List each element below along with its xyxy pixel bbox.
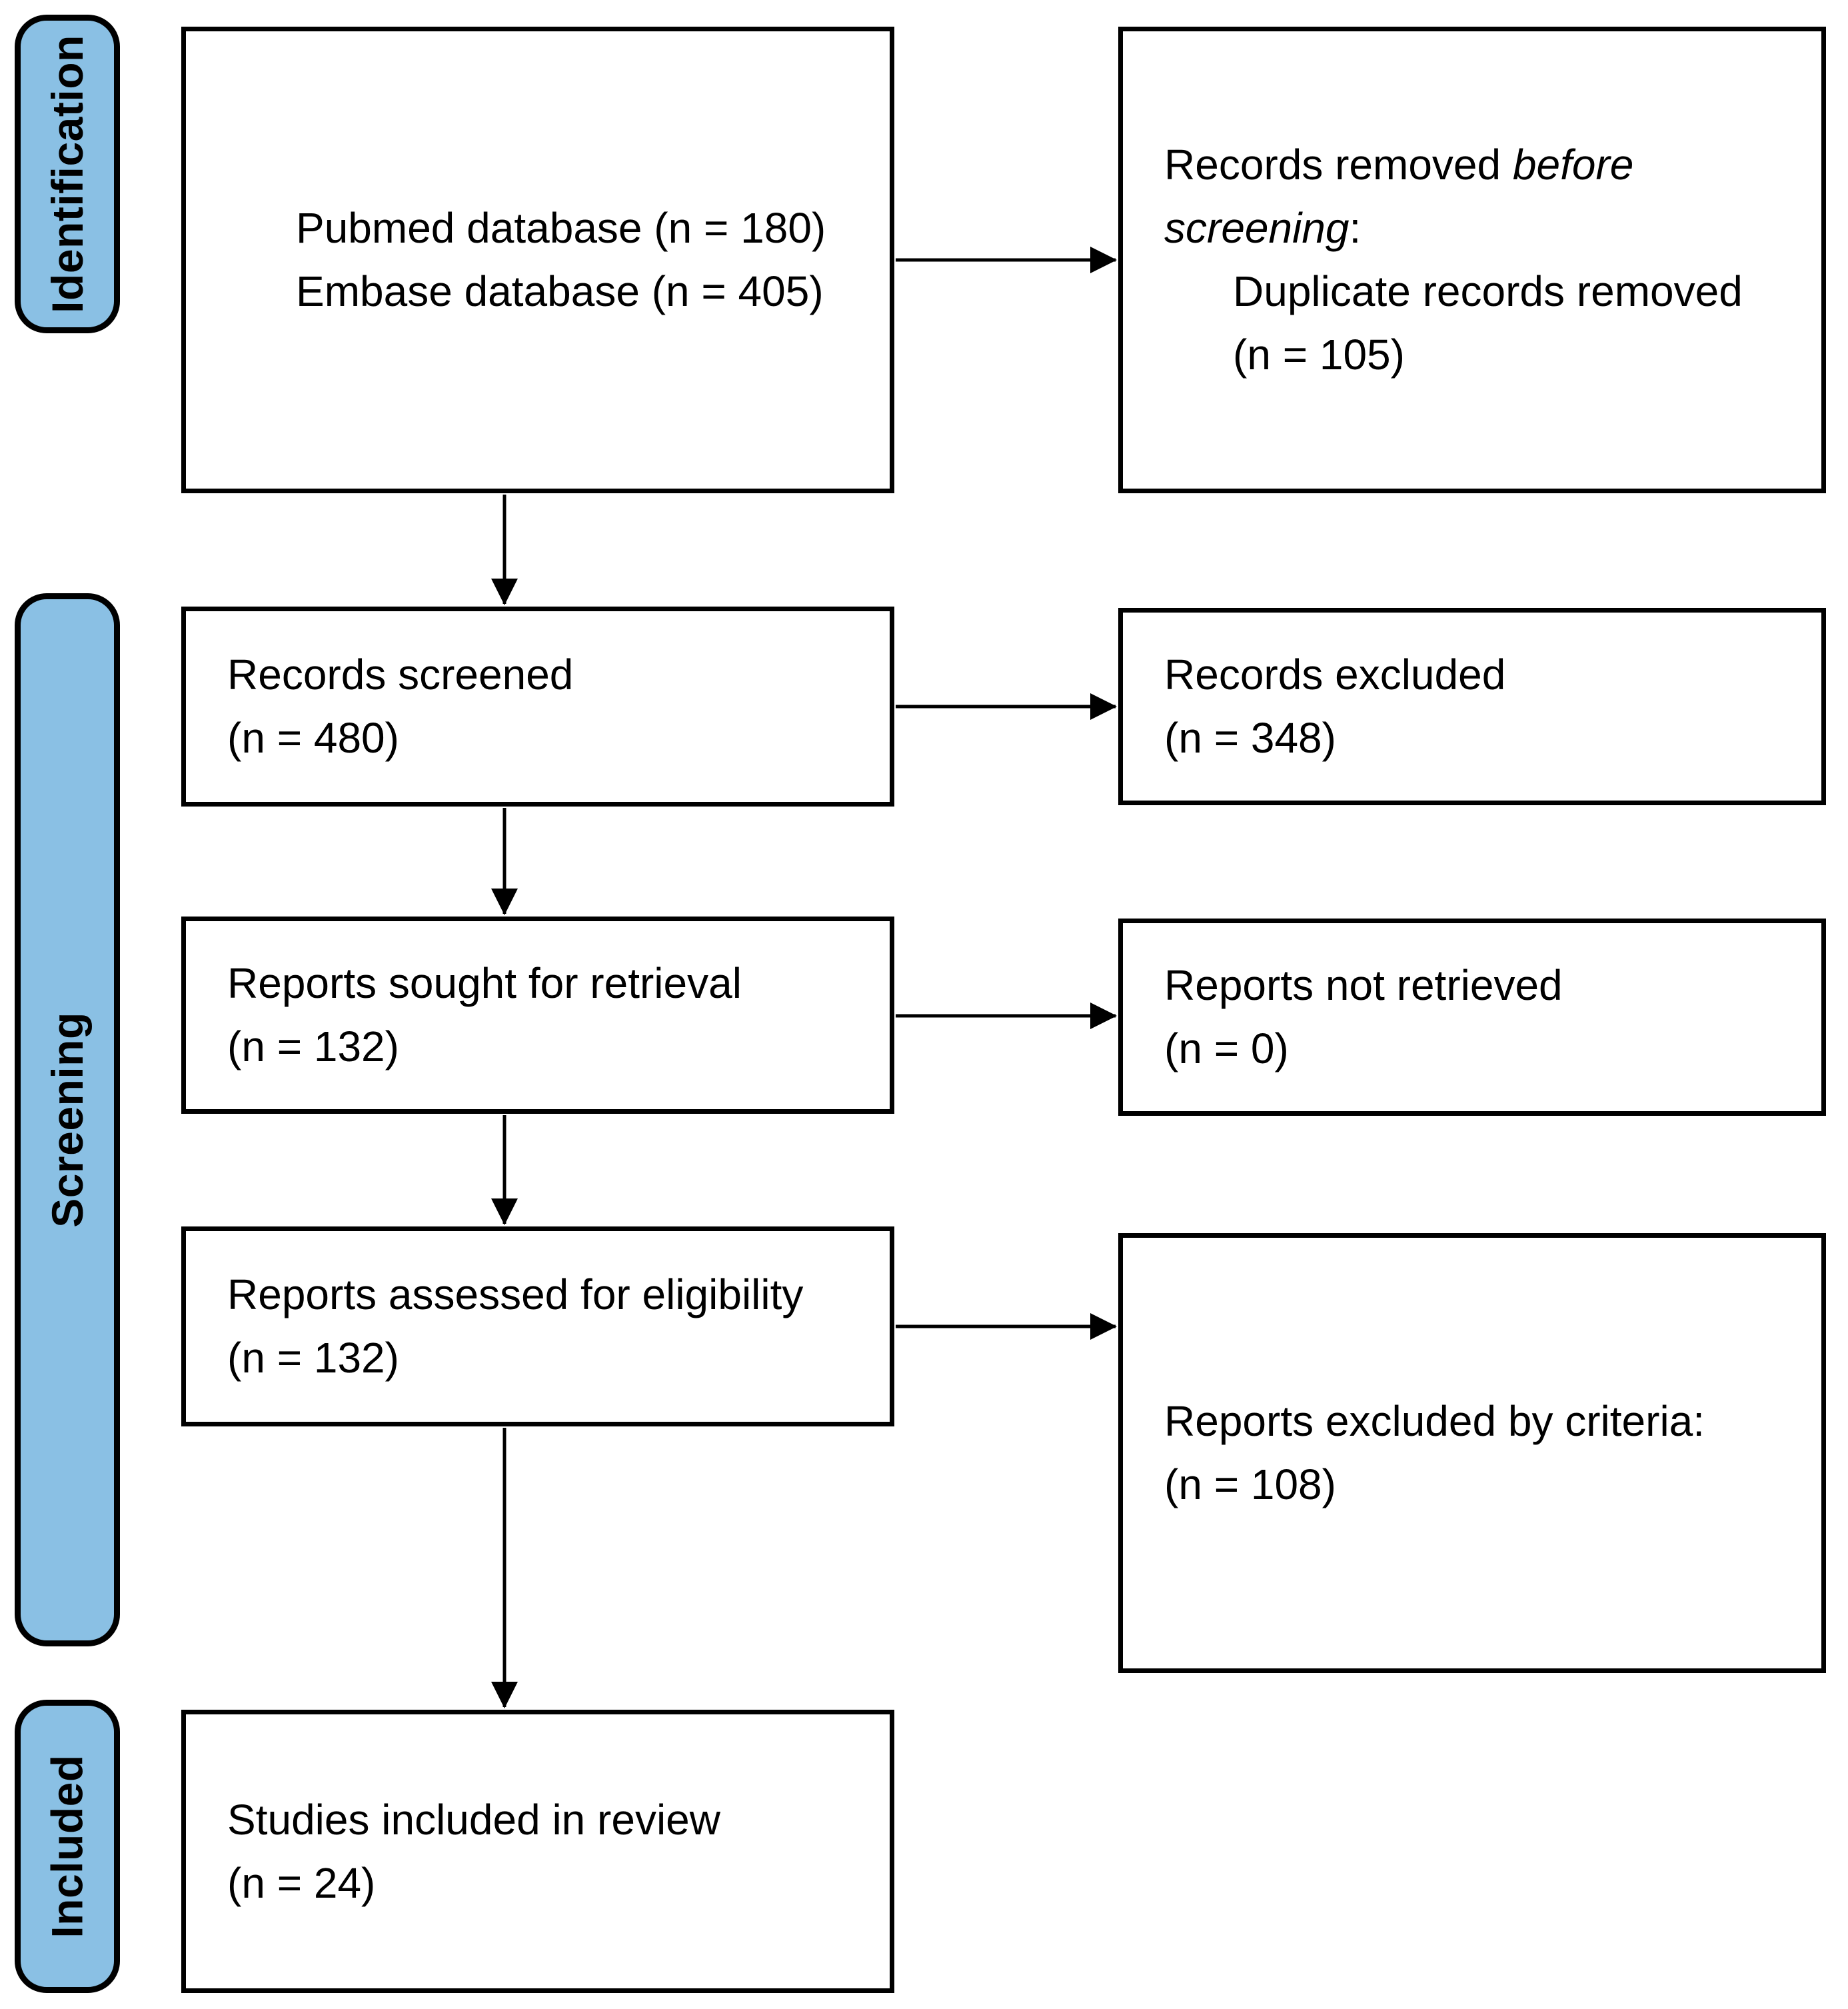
box-reports-not-retrieved: Reports not retrieved (n = 0)	[1118, 919, 1826, 1116]
box-text-line: Records excluded	[1164, 651, 1506, 699]
box-text-line: Reports not retrieved	[1164, 961, 1563, 1009]
box-text-line: Records removed before	[1164, 141, 1634, 189]
box-records-screened: Records screened (n = 480)	[181, 607, 894, 807]
box-text-line: Records screened	[227, 651, 574, 699]
box-text-line: (n = 132)	[227, 1334, 399, 1382]
box-text-line: (n = 108)	[1164, 1460, 1336, 1508]
box-text-line: (n = 24)	[227, 1858, 376, 1907]
box-text-line: screening:	[1164, 204, 1362, 252]
box-text-line: (n = 480)	[227, 714, 399, 762]
stage-tab-included: Included	[15, 1700, 120, 1993]
box-records-removed-before-screening: Records removed before screening: Duplicat…	[1118, 27, 1826, 493]
stage-tab-screening: Screening	[15, 593, 120, 1646]
box-text-line: Studies included in review	[227, 1795, 720, 1844]
box-text-line: Pubmed database (n = 180)	[296, 204, 826, 252]
box-text-line: Reports sought for retrieval	[227, 959, 742, 1007]
box-text-line: (n = 132)	[227, 1022, 399, 1070]
box-text-line: (n = 0)	[1164, 1024, 1289, 1072]
stage-tab-identification: Identification	[15, 15, 120, 333]
box-text-line: Reports excluded by criteria:	[1164, 1397, 1705, 1445]
box-records-excluded: Records excluded (n = 348)	[1118, 608, 1826, 805]
box-text-line: Embase database (n = 405)	[296, 267, 824, 315]
box-reports-sought-for-retrieval: Reports sought for retrieval (n = 132)	[181, 917, 894, 1114]
box-text-line: (n = 105)	[1233, 331, 1405, 379]
box-text-line: Duplicate records removed	[1233, 267, 1743, 315]
box-reports-excluded-by-criteria: Reports excluded by criteria: (n = 108)	[1118, 1233, 1826, 1673]
box-reports-assessed-for-eligibility: Reports assessed for eligibility (n = 132…	[181, 1226, 894, 1426]
box-database-sources: Pubmed database (n = 180) Embase database…	[181, 27, 894, 493]
box-text-line: (n = 348)	[1164, 714, 1336, 762]
box-text-line: Reports assessed for eligibility	[227, 1270, 804, 1318]
box-studies-included-in-review: Studies included in review (n = 24)	[181, 1710, 894, 1993]
